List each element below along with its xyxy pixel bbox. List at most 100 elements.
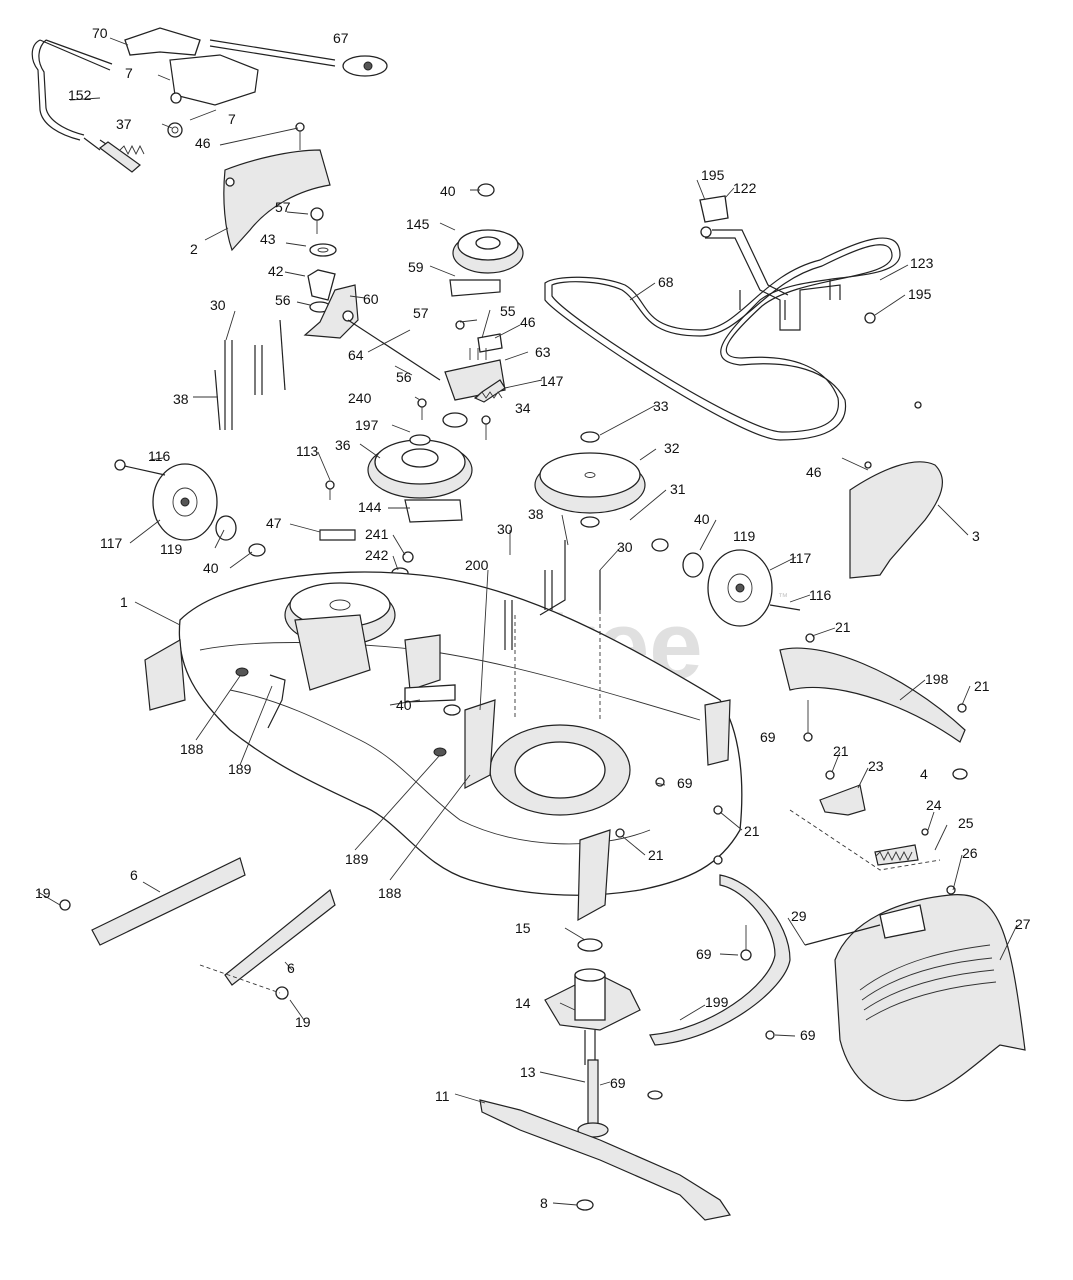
label-117: 117 [100, 535, 123, 551]
label-144: 144 [358, 499, 382, 515]
label-21b: 21 [974, 678, 990, 694]
label-14: 14 [515, 995, 531, 1011]
label-68: 68 [658, 274, 674, 290]
label-43: 43 [260, 231, 276, 247]
label-4: 4 [920, 766, 928, 782]
label-6b: 6 [287, 960, 295, 976]
label-69e: 69 [610, 1075, 626, 1091]
label-15: 15 [515, 920, 531, 936]
label-21c: 21 [833, 743, 849, 759]
watermark-trademark: ™ [778, 592, 788, 603]
label-21d: 21 [744, 823, 760, 839]
label-7b: 7 [228, 111, 236, 127]
label-240: 240 [348, 390, 372, 406]
label-2: 2 [190, 241, 198, 257]
label-6: 6 [130, 867, 138, 883]
label-36: 36 [335, 437, 351, 453]
label-32: 32 [664, 440, 680, 456]
lift-linkage [31, 27, 388, 173]
label-8: 8 [540, 1195, 548, 1211]
leader-lines [37, 37, 1018, 1206]
label-152: 152 [68, 87, 92, 103]
label-189: 189 [228, 761, 252, 777]
label-33: 33 [653, 398, 669, 414]
label-199: 199 [705, 994, 729, 1010]
label-69b: 69 [677, 775, 693, 791]
label-40: 40 [440, 183, 456, 199]
label-26: 26 [962, 845, 978, 861]
label-67: 67 [333, 30, 349, 46]
label-60: 60 [363, 291, 379, 307]
label-195: 195 [701, 167, 725, 183]
label-70: 70 [92, 25, 108, 41]
label-56: 56 [275, 292, 291, 308]
hanger-arm-right [224, 888, 336, 986]
label-57: 57 [275, 199, 291, 215]
label-47: 47 [266, 515, 282, 531]
label-200: 200 [465, 557, 489, 573]
label-46: 46 [195, 135, 211, 151]
label-24: 24 [926, 797, 942, 813]
label-40d: 40 [694, 511, 710, 527]
label-30c: 30 [617, 539, 633, 555]
belt-cover-right [849, 461, 944, 579]
label-117b: 117 [789, 550, 812, 566]
label-25: 25 [958, 815, 974, 831]
label-11: 11 [435, 1088, 450, 1104]
deck-hanger-left [144, 639, 186, 711]
label-56b: 56 [396, 369, 412, 385]
label-241: 241 [365, 526, 389, 542]
label-116: 116 [148, 448, 171, 464]
label-46b: 46 [520, 314, 536, 330]
belt-shield [223, 149, 331, 252]
label-21: 21 [835, 619, 851, 635]
label-40b: 40 [203, 560, 219, 576]
label-46c: 46 [806, 464, 822, 480]
label-145: 145 [406, 216, 430, 232]
label-38: 38 [173, 391, 189, 407]
label-197: 197 [355, 417, 379, 433]
label-69d: 69 [800, 1027, 816, 1043]
label-37: 37 [116, 116, 132, 132]
label-116b: 116 [809, 587, 832, 603]
baffle [779, 647, 966, 743]
label-1: 1 [120, 594, 128, 610]
label-198: 198 [925, 671, 949, 687]
label-119b: 119 [733, 528, 756, 544]
label-42: 42 [268, 263, 284, 279]
label-69: 69 [760, 729, 776, 745]
label-40c: 40 [396, 697, 412, 713]
label-63: 63 [535, 344, 551, 360]
label-27: 27 [1015, 916, 1031, 932]
drive-belt [544, 237, 901, 441]
label-55: 55 [500, 303, 516, 319]
label-23: 23 [868, 758, 884, 774]
hanger-arm-left [91, 857, 246, 946]
label-59: 59 [408, 259, 424, 275]
label-19: 19 [35, 885, 51, 901]
label-29: 29 [791, 908, 807, 924]
part-labels: 70 67 7 152 37 7 46 2 57 43 42 56 60 30 … [35, 25, 1031, 1211]
label-195b: 195 [908, 286, 932, 302]
idler-bracket [303, 284, 359, 339]
label-119: 119 [160, 541, 183, 557]
label-13: 13 [520, 1064, 536, 1080]
label-64: 64 [348, 347, 364, 363]
label-188b: 188 [378, 885, 402, 901]
label-3: 3 [972, 528, 980, 544]
label-123: 123 [910, 255, 934, 271]
label-31: 31 [670, 481, 686, 497]
deflector-rod [649, 874, 791, 1046]
label-57b: 57 [413, 305, 429, 321]
label-21e: 21 [648, 847, 664, 863]
label-19b: 19 [295, 1014, 311, 1030]
label-188: 188 [180, 741, 204, 757]
label-69c: 69 [696, 946, 712, 962]
label-147: 147 [540, 373, 564, 389]
label-30: 30 [210, 297, 226, 313]
label-113: 113 [296, 443, 319, 459]
label-189b: 189 [345, 851, 369, 867]
label-38b: 38 [528, 506, 544, 522]
discharge-chute [834, 894, 1026, 1102]
